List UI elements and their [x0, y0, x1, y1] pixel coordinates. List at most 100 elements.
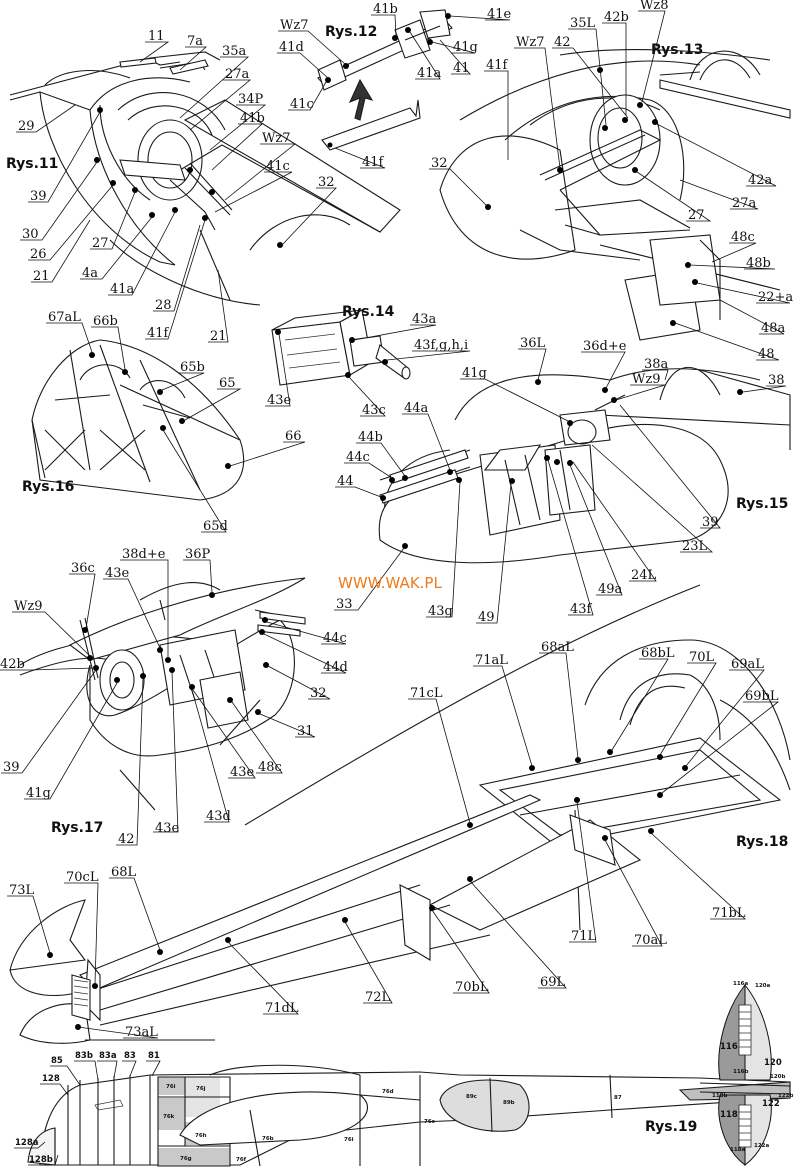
callout-label: 39 [3, 760, 20, 775]
callout-label: 36L [520, 336, 546, 351]
callout-label: 28 [155, 298, 172, 313]
callout-label: 38d+e [122, 547, 166, 562]
rys14-drawing [271, 309, 411, 386]
callout-label: 43e [105, 566, 130, 581]
rys16-callouts: 67aL 66b 65b 65 66 65d [46, 310, 306, 534]
rys16-title: Rys.16 [22, 479, 74, 495]
fig-rys15: Rys.15 36L 36d+e 38a Wz9 38 41g 44a 44b … [334, 336, 791, 625]
callout-label: 70cL [66, 870, 99, 885]
callout-label: 34P [238, 92, 264, 107]
callout-label: 76j [196, 1086, 206, 1092]
rys13-title: Rys.13 [651, 42, 703, 58]
callout-label: 41g [26, 786, 51, 801]
callout-label: 44 [337, 474, 354, 489]
callout-label: 65b [180, 360, 205, 375]
callout-label: 32 [431, 156, 448, 171]
callout-label: 48b [746, 256, 771, 271]
panel-76g [158, 1148, 230, 1166]
callout-label: 71aL [475, 653, 508, 668]
callout-label: 22+a [758, 290, 793, 305]
callout-label: 44b [358, 430, 383, 445]
callout-label: 69L [540, 975, 566, 990]
callout-label: 48 [758, 347, 775, 362]
callout-label: 76f [236, 1157, 247, 1163]
callout-label: 67aL [48, 310, 81, 325]
fig-rys17: Rys.17 36c 43e 38d+e 36P Wz9 42b 44c 44d… [0, 547, 348, 847]
rys19-callouts: 85 83b 83a 83 81 128 128a 128b 76i 76j 7… [14, 981, 793, 1166]
callout-label: 41 [453, 61, 470, 76]
callout-label: 49a [598, 582, 623, 597]
callout-label: 32 [318, 175, 335, 190]
callout-label: 71dL [265, 1001, 299, 1016]
callout-label: 41f [147, 326, 170, 341]
callout-label: 128b [29, 1155, 53, 1165]
callout-label: 26 [30, 247, 47, 262]
callout-label: 32 [310, 686, 327, 701]
callout-label: 38a [644, 357, 669, 372]
callout-label: 44c [346, 450, 370, 465]
callout-label: 66 [285, 429, 302, 444]
fig-rys18: Rys.18 71aL 68aL 68bL 70L 69aL 69bL 71cL… [7, 584, 791, 1044]
fig-rys14: Rys.14 43a 43f,g,h,i 43e 43c [265, 304, 471, 418]
callout-label: 118b [712, 1093, 727, 1099]
callout-label: 71bL [712, 906, 746, 921]
callout-label: 68L [111, 865, 137, 880]
callout-label: 89b [503, 1100, 515, 1106]
fig-rys13: Rys.13 42b Wz8 35L Wz7 42 41f 32 42a 27 … [429, 0, 793, 362]
rys17-title: Rys.17 [51, 820, 103, 836]
panel-76k [158, 1098, 185, 1130]
callout-label: 118a [730, 1147, 745, 1153]
rys14-callouts: 43a 43f,g,h,i 43e 43c [265, 312, 471, 418]
callout-label: 33 [336, 597, 353, 612]
callout-label: 120a [755, 983, 770, 989]
callout-label: 43g [428, 604, 453, 619]
fig-rys12: Rys.12 Wz7 41b 41e 41d 41g 41c 41a 41 41… [277, 2, 512, 170]
callout-label: 70aL [634, 933, 667, 948]
callout-label: 49 [478, 610, 495, 625]
callout-label: 120 [764, 1058, 782, 1068]
callout-label: 31 [297, 724, 314, 739]
rys18-callouts: 71aL 68aL 68bL 70L 69aL 69bL 71cL 73L 70… [7, 640, 780, 1040]
callout-label: 41a [417, 66, 442, 81]
callout-label: 36d+e [583, 339, 627, 354]
callout-label: 122 [762, 1099, 780, 1109]
rys15-drawing [378, 366, 791, 564]
callout-label: 116a [733, 981, 748, 987]
callout-label: 76b [262, 1136, 274, 1142]
callout-label: 65d [203, 519, 228, 534]
callout-label: 83 [124, 1051, 136, 1061]
rys13-callouts: 42b Wz8 35L Wz7 42 41f 32 42a 27 27a 48c… [429, 0, 793, 362]
callout-label: 36c [71, 561, 95, 576]
callout-label: 24L [631, 568, 657, 583]
callout-label: 68bL [641, 646, 675, 661]
callout-label: 7a [187, 34, 203, 49]
callout-label: 73aL [125, 1025, 158, 1040]
fig-rys16: Rys.16 67aL 66b 65b 65 66 65d [22, 310, 306, 534]
rys12-drawing [317, 9, 453, 151]
callout-label: 43e [267, 393, 292, 408]
callout-label: 76c [424, 1119, 435, 1125]
callout-label: 27a [225, 67, 250, 82]
rys11-drawing [9, 51, 401, 306]
callout-label: 70L [689, 650, 715, 665]
callout-label: 29 [18, 119, 35, 134]
callout-label: Wz7 [262, 131, 290, 146]
rys18-drawing [9, 584, 791, 1044]
callout-label: 41b [240, 111, 265, 126]
callout-label: 76g [180, 1156, 192, 1162]
fig-rys19: Rys.19 85 83b 83a 83 81 128 128a 128b 76… [14, 981, 793, 1167]
callout-label: 76d [382, 1089, 394, 1095]
callout-label: Wz9 [14, 599, 42, 614]
callout-label: 122b [778, 1093, 793, 1099]
callout-label: 118 [720, 1110, 738, 1120]
callout-label: 41g [462, 366, 487, 381]
callout-label: 76i [166, 1084, 176, 1090]
callout-label: 116b [733, 1069, 748, 1075]
callout-label: 83a [99, 1051, 117, 1061]
callout-label: 43f,g,h,i [414, 338, 468, 353]
callout-label: 27 [92, 236, 109, 251]
callout-label: 76i [344, 1137, 354, 1143]
callout-label: 116 [720, 1042, 738, 1052]
callout-label: 69bL [745, 689, 779, 704]
